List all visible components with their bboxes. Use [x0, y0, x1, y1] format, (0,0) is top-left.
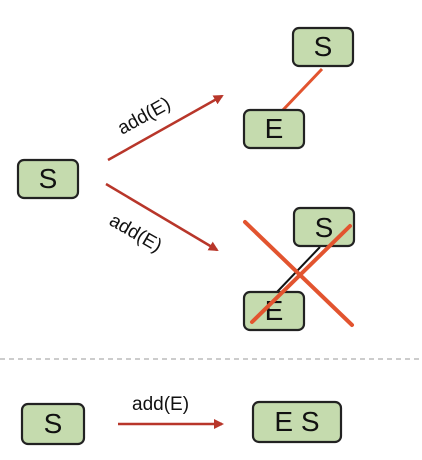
result-node-bottom: E S: [251, 400, 343, 444]
result-node-bottom-label: E S: [274, 406, 319, 437]
lower-arrow: [105, 182, 219, 252]
valid-tree-child-label: E: [265, 113, 284, 144]
valid-tree-parent-label: S: [314, 31, 333, 62]
source-node-bottom: S: [20, 402, 86, 446]
lower-arrow-label: add(E): [106, 210, 166, 257]
source-node-top-label: S: [39, 163, 58, 194]
valid-tree-edge: [280, 67, 324, 113]
invalid-tree-child-node: E: [242, 290, 306, 332]
upper-arrow: [107, 94, 224, 162]
invalid-tree-edge: [276, 246, 321, 293]
source-node-top: S: [16, 158, 80, 200]
source-node-bottom-label: S: [44, 408, 63, 439]
invalid-tree-parent-node: S: [292, 206, 356, 248]
bottom-arrow-label: add(E): [132, 394, 189, 415]
valid-tree-child-node: E: [242, 108, 306, 150]
invalid-cross-icon: [243, 220, 354, 327]
invalid-tree-parent-label: S: [315, 212, 334, 243]
upper-arrow-label: add(E): [114, 93, 174, 139]
valid-tree-parent-node: S: [291, 26, 355, 68]
